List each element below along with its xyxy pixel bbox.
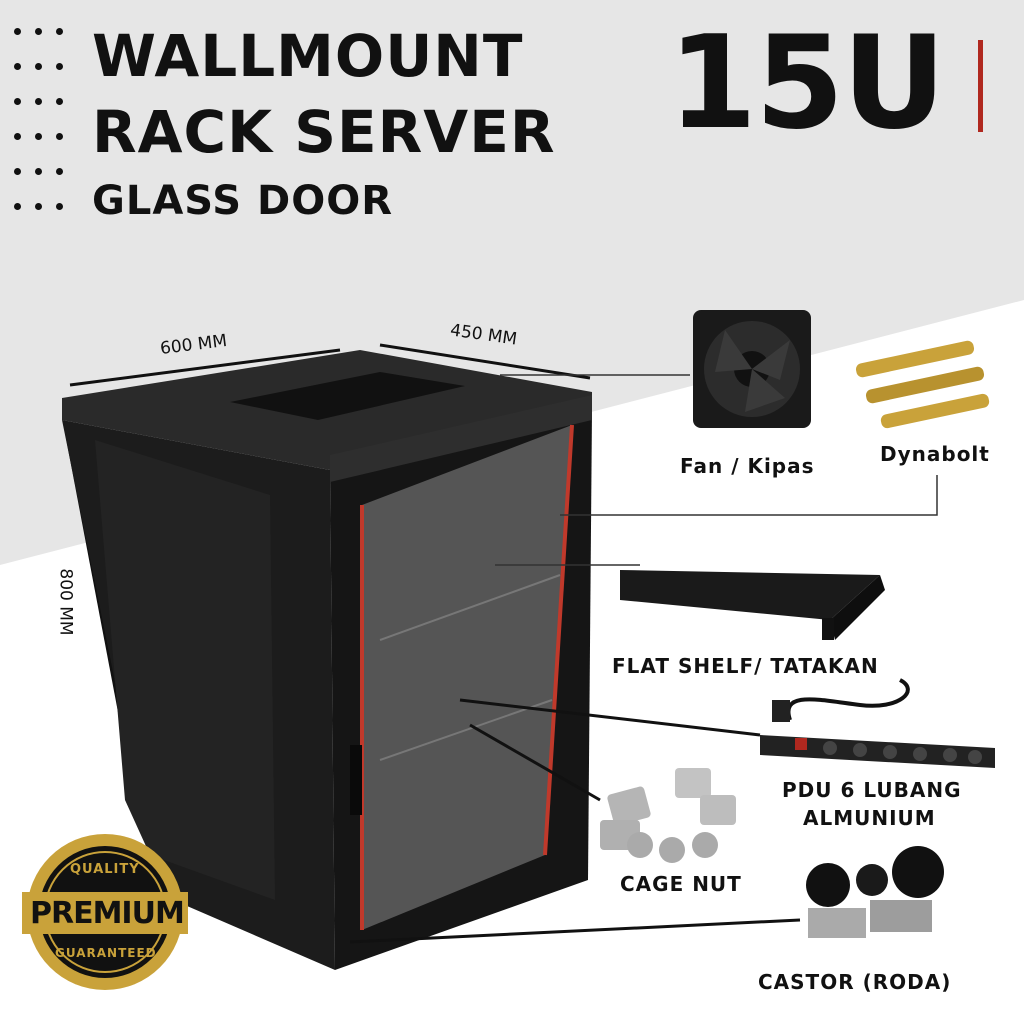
pdu-label-line-1: PDU 6 LUBANG [782,778,962,802]
castor-image [806,846,944,938]
dynabolt-image [855,340,990,429]
premium-badge [22,834,188,990]
badge-top-text: QUALITY [70,862,140,877]
door-handle [350,745,362,815]
dynabolt-label: Dynabolt [880,442,990,466]
accent-bar [978,40,983,132]
badge-middle-text: PREMIUM [30,896,185,931]
glass-door [362,425,572,930]
castor-label: CASTOR (RODA) [758,970,952,994]
fan-label: Fan / Kipas [680,454,815,478]
title-line-2: RACK SERVER [92,98,556,166]
front-vent-strip [330,395,592,482]
height-label: 800 MM [55,568,76,636]
shelf-label: FLAT SHELF/ TATAKAN [612,654,879,678]
width-dimension-line [69,348,341,387]
pdu-image [760,678,995,768]
title-line-3: GLASS DOOR [92,178,394,224]
fan-image [693,310,811,428]
cage-nut-label: CAGE NUT [620,872,742,896]
side-panel-inset [95,440,275,900]
badge-bottom-text: GUARANTEED [55,946,157,960]
top-vent [230,372,465,420]
title-line-1: WALLMOUNT [92,22,524,90]
dot-grid-decoration [14,28,74,218]
flat-shelf-image [620,570,885,640]
rack-size-label: 15U [668,9,946,158]
depth-dimension-line [379,343,591,380]
pdu-label-line-2: ALMUNIUM [803,806,936,830]
cage-nut-image [600,768,736,863]
